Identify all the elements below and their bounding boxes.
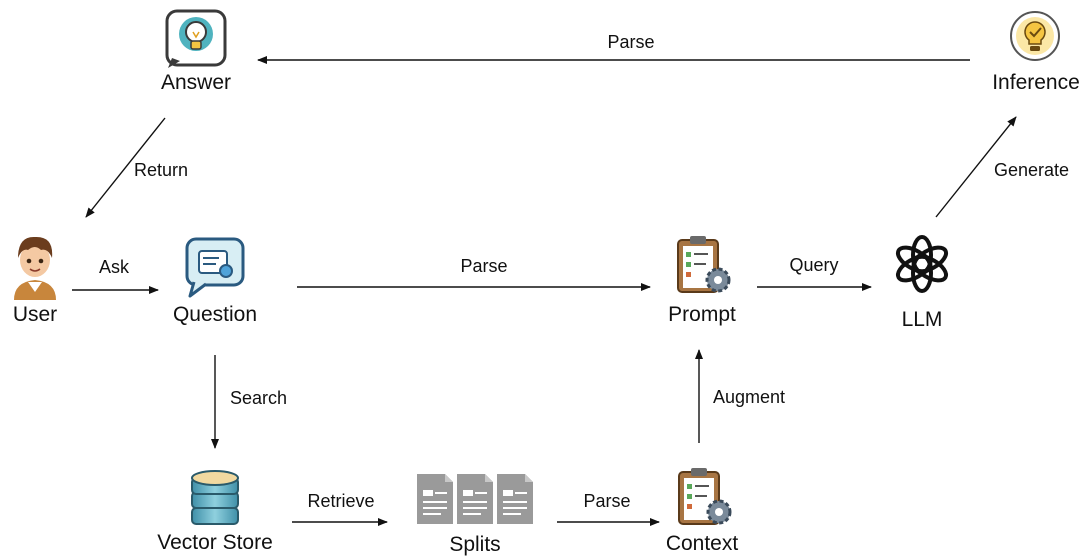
edge-splits-to-context: Parse xyxy=(557,491,660,526)
edge-label-return: Return xyxy=(134,160,188,180)
edge-label-augment: Augment xyxy=(713,387,785,407)
node-vector-store: Vector Store xyxy=(157,470,273,554)
edge-label-search: Search xyxy=(230,388,287,408)
document-icon xyxy=(457,474,493,524)
node-label-context: Context xyxy=(666,532,739,555)
user-avatar-icon xyxy=(14,236,56,300)
edge-question-to-vector-store: Search xyxy=(211,355,287,449)
documents-icon xyxy=(417,474,533,524)
openai-logo-icon xyxy=(895,235,949,293)
edge-question-to-prompt: Parse xyxy=(297,256,651,291)
edge-label-parse-middle: Parse xyxy=(460,256,507,276)
edge-context-to-prompt: Augment xyxy=(695,349,785,443)
node-user: User xyxy=(13,236,57,326)
clipboard-gear-icon xyxy=(678,468,732,525)
edge-user-to-question: Ask xyxy=(72,257,159,294)
edge-inference-to-answer: Parse xyxy=(257,32,970,64)
node-label-inference: Inference xyxy=(992,71,1080,94)
document-icon xyxy=(417,474,453,524)
edge-label-ask: Ask xyxy=(99,257,130,277)
node-label-question: Question xyxy=(173,303,257,326)
edge-label-generate: Generate xyxy=(994,160,1069,180)
node-context: Context xyxy=(666,468,739,555)
question-chat-icon xyxy=(185,237,245,298)
arrow-answer-to-user xyxy=(85,117,166,218)
node-question: Question xyxy=(173,237,257,326)
edge-label-query: Query xyxy=(789,255,838,275)
node-label-prompt: Prompt xyxy=(668,303,736,326)
clipboard-gear-icon xyxy=(677,236,731,293)
node-label-answer: Answer xyxy=(161,71,231,94)
edge-llm-to-inference: Generate xyxy=(935,116,1069,218)
lightbulb-check-icon xyxy=(1010,11,1060,61)
edge-prompt-to-llm: Query xyxy=(757,255,872,291)
edge-label-retrieve: Retrieve xyxy=(307,491,374,511)
node-inference: Inference xyxy=(992,11,1080,94)
edge-label-parse-bottom: Parse xyxy=(583,491,630,511)
node-label-llm: LLM xyxy=(902,308,943,331)
node-answer: Answer xyxy=(161,9,231,94)
document-icon xyxy=(497,474,533,524)
database-icon xyxy=(191,470,239,525)
edge-vector-store-to-splits: Retrieve xyxy=(292,491,388,526)
node-label-vector-store: Vector Store xyxy=(157,531,273,554)
node-prompt: Prompt xyxy=(668,236,736,326)
node-llm: LLM xyxy=(895,235,949,331)
node-label-user: User xyxy=(13,303,57,326)
lightbulb-chat-icon xyxy=(165,9,227,68)
node-splits: Splits xyxy=(417,474,533,556)
arrow-llm-to-inference xyxy=(935,116,1017,218)
edge-answer-to-user: Return xyxy=(85,117,188,218)
edge-label-parse-top: Parse xyxy=(607,32,654,52)
node-label-splits: Splits xyxy=(449,533,500,556)
